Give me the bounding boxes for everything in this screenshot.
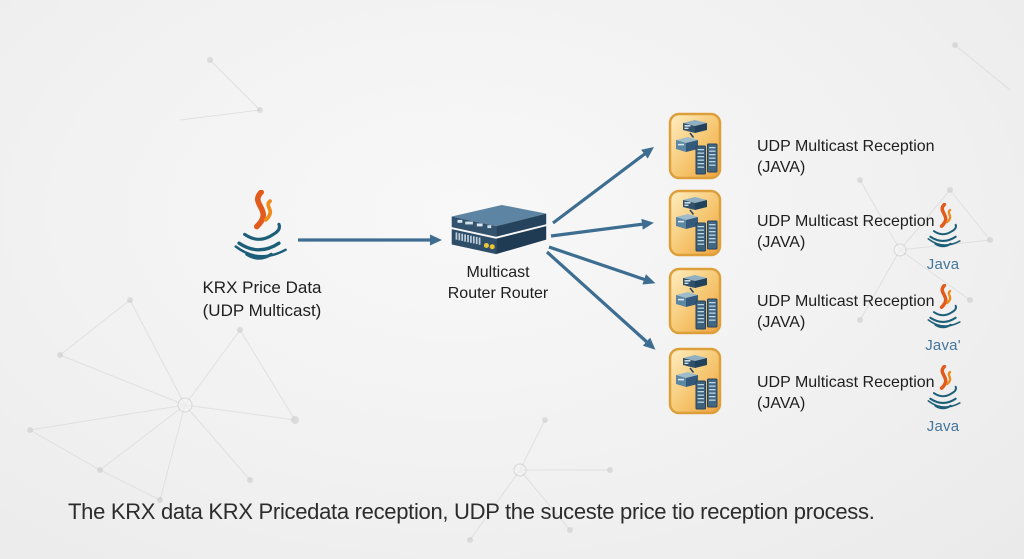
source-label-line1: KRX Price Data: [202, 278, 322, 297]
node-label-line2: (JAVA): [757, 234, 806, 251]
node-label-line2: (JAVA): [757, 314, 806, 331]
node-label: UDP Multicast Reception (JAVA): [757, 372, 972, 414]
source-label: KRX Price Data (UDP Multicast): [186, 276, 338, 322]
node-label: UDP Multicast Reception (JAVA): [757, 291, 972, 333]
server-node-icon: [668, 347, 722, 415]
node-label: UDP Multicast Reception (JAVA): [757, 136, 972, 178]
java-wordmark: Java': [925, 337, 961, 354]
java-logo-group: Java': [914, 284, 972, 354]
java-wordmark: Java: [926, 418, 960, 435]
server-node-icon: [668, 112, 722, 180]
java-logo-icon: [920, 365, 966, 417]
router-label: Multicast Router Router: [434, 262, 562, 304]
node-label-line2: (JAVA): [757, 395, 806, 412]
server-node-icon: [668, 189, 722, 257]
router-icon: [444, 199, 552, 263]
java-logo-icon: [920, 203, 966, 255]
node-label-line1: UDP Multicast Reception: [757, 293, 935, 310]
caption-text: The KRX data KRX Pricedata reception, UD…: [68, 499, 875, 524]
node-label-line1: UDP Multicast Reception: [757, 374, 935, 391]
java-wordmark: Java: [926, 256, 960, 273]
node-label-line1: UDP Multicast Reception: [757, 213, 935, 230]
java-logo-group: Java: [914, 203, 972, 273]
node-label-line1: UDP Multicast Reception: [757, 138, 935, 155]
node-label-line2: (JAVA): [757, 159, 806, 176]
java-logo-icon: [224, 190, 294, 272]
server-node-icon: [668, 267, 722, 335]
router-label-line1: Multicast: [466, 264, 530, 281]
router-label-line2: Router Router: [447, 285, 549, 302]
node-label: UDP Multicast Reception (JAVA): [757, 211, 972, 253]
java-logo-group: Java: [914, 365, 972, 435]
source-label-line2: (UDP Multicast): [202, 301, 322, 320]
java-logo-icon: [920, 284, 966, 336]
